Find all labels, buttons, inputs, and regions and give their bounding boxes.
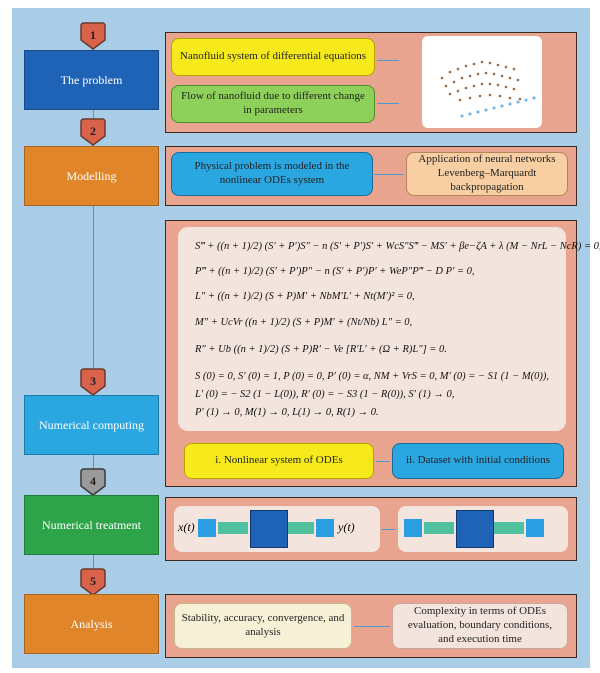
neural-network-box: Application of neural networks Levenberg… xyxy=(406,152,568,196)
arrow-to-plot-1 xyxy=(377,60,399,61)
input-node xyxy=(198,519,216,537)
physical-problem-box: Physical problem is modeled in the nonli… xyxy=(171,152,373,196)
nonlinear-odes-box: i. Nonlinear system of ODEs xyxy=(184,443,374,479)
step-badge-4: 4 xyxy=(79,468,107,496)
equation-line: M″ + UcVr ((n + 1)/2) (S + P)M′ + (Nt/Nb… xyxy=(195,317,413,328)
step-box-numerical-treatment: Numerical treatment xyxy=(24,495,159,555)
equation-line: S‴ + ((n + 1)/2) (S′ + P′)S″ − n (S′ + P… xyxy=(195,241,600,252)
arrow-to-plot-2 xyxy=(377,103,399,104)
step-box-analysis: Analysis xyxy=(24,594,159,654)
input-node xyxy=(404,519,422,537)
equation-line: L″ + ((n + 1)/2) (S + P)M′ + NbM′L′ + Nt… xyxy=(195,291,415,302)
treatment-panel: x(t) y(t) xyxy=(165,497,577,561)
equation-line: R″ + Ub ((n + 1)/2) (S + P)R′ − Ve [R′L′… xyxy=(195,344,447,355)
step-box-problem: The problem xyxy=(24,50,159,110)
boundary-condition-line: S (0) = 0, S′ (0) = 1, P (0) = 0, P′ (0)… xyxy=(195,371,549,382)
arrow-computing xyxy=(376,461,390,462)
forward-arrow xyxy=(288,522,314,534)
step-badge-1: 1 xyxy=(79,22,107,50)
boundary-condition-line: L′ (0) = − S2 (1 − L(0)), R′ (0) = − S3 … xyxy=(195,389,455,400)
complexity-box: Complexity in terms of ODEs evaluation, … xyxy=(392,603,568,649)
problem-panel: Nanofluid system of differential equatio… xyxy=(165,32,577,133)
hidden-layer xyxy=(250,510,288,548)
nanofluid-plot xyxy=(422,36,542,128)
input-label: x(t) xyxy=(178,520,195,534)
output-node xyxy=(526,519,544,537)
equation-line: P‴ + ((n + 1)/2) (S′ + P′)P″ − n (S′ + P… xyxy=(195,266,475,277)
boundary-condition-line: P′ (1) → 0, M(1) → 0, L(1) → 0, R(1) → 0… xyxy=(195,407,379,418)
arrow-modelling xyxy=(374,174,404,175)
step-box-modelling: Modelling xyxy=(24,146,159,206)
equations-box xyxy=(178,227,566,431)
network-block-2 xyxy=(398,506,568,552)
forward-arrow xyxy=(424,522,454,534)
forward-arrow xyxy=(218,522,248,534)
output-node xyxy=(316,519,334,537)
step-badge-2: 2 xyxy=(79,118,107,146)
modelling-panel: Physical problem is modeled in the nonli… xyxy=(165,146,577,206)
output-label: y(t) xyxy=(338,520,355,534)
stability-box: Stability, accuracy, convergence, and an… xyxy=(174,603,352,649)
flow-parameters-box: Flow of nanofluid due to different chang… xyxy=(171,85,375,123)
analysis-panel: Stability, accuracy, convergence, and an… xyxy=(165,594,577,658)
nanofluid-system-box: Nanofluid system of differential equatio… xyxy=(171,38,375,76)
network-block-1: x(t) y(t) xyxy=(174,506,380,552)
arrow-treatment xyxy=(382,529,396,530)
flow-connector xyxy=(93,108,94,588)
dataset-box: ii. Dataset with initial conditions xyxy=(392,443,564,479)
step-box-numerical-computing: Numerical computing xyxy=(24,395,159,455)
step-badge-5: 5 xyxy=(79,568,107,596)
forward-arrow xyxy=(494,522,524,534)
hidden-layer xyxy=(456,510,494,548)
arrow-analysis xyxy=(354,626,390,627)
computing-panel: i. Nonlinear system of ODEs ii. Dataset … xyxy=(165,220,577,487)
step-badge-3: 3 xyxy=(79,368,107,396)
